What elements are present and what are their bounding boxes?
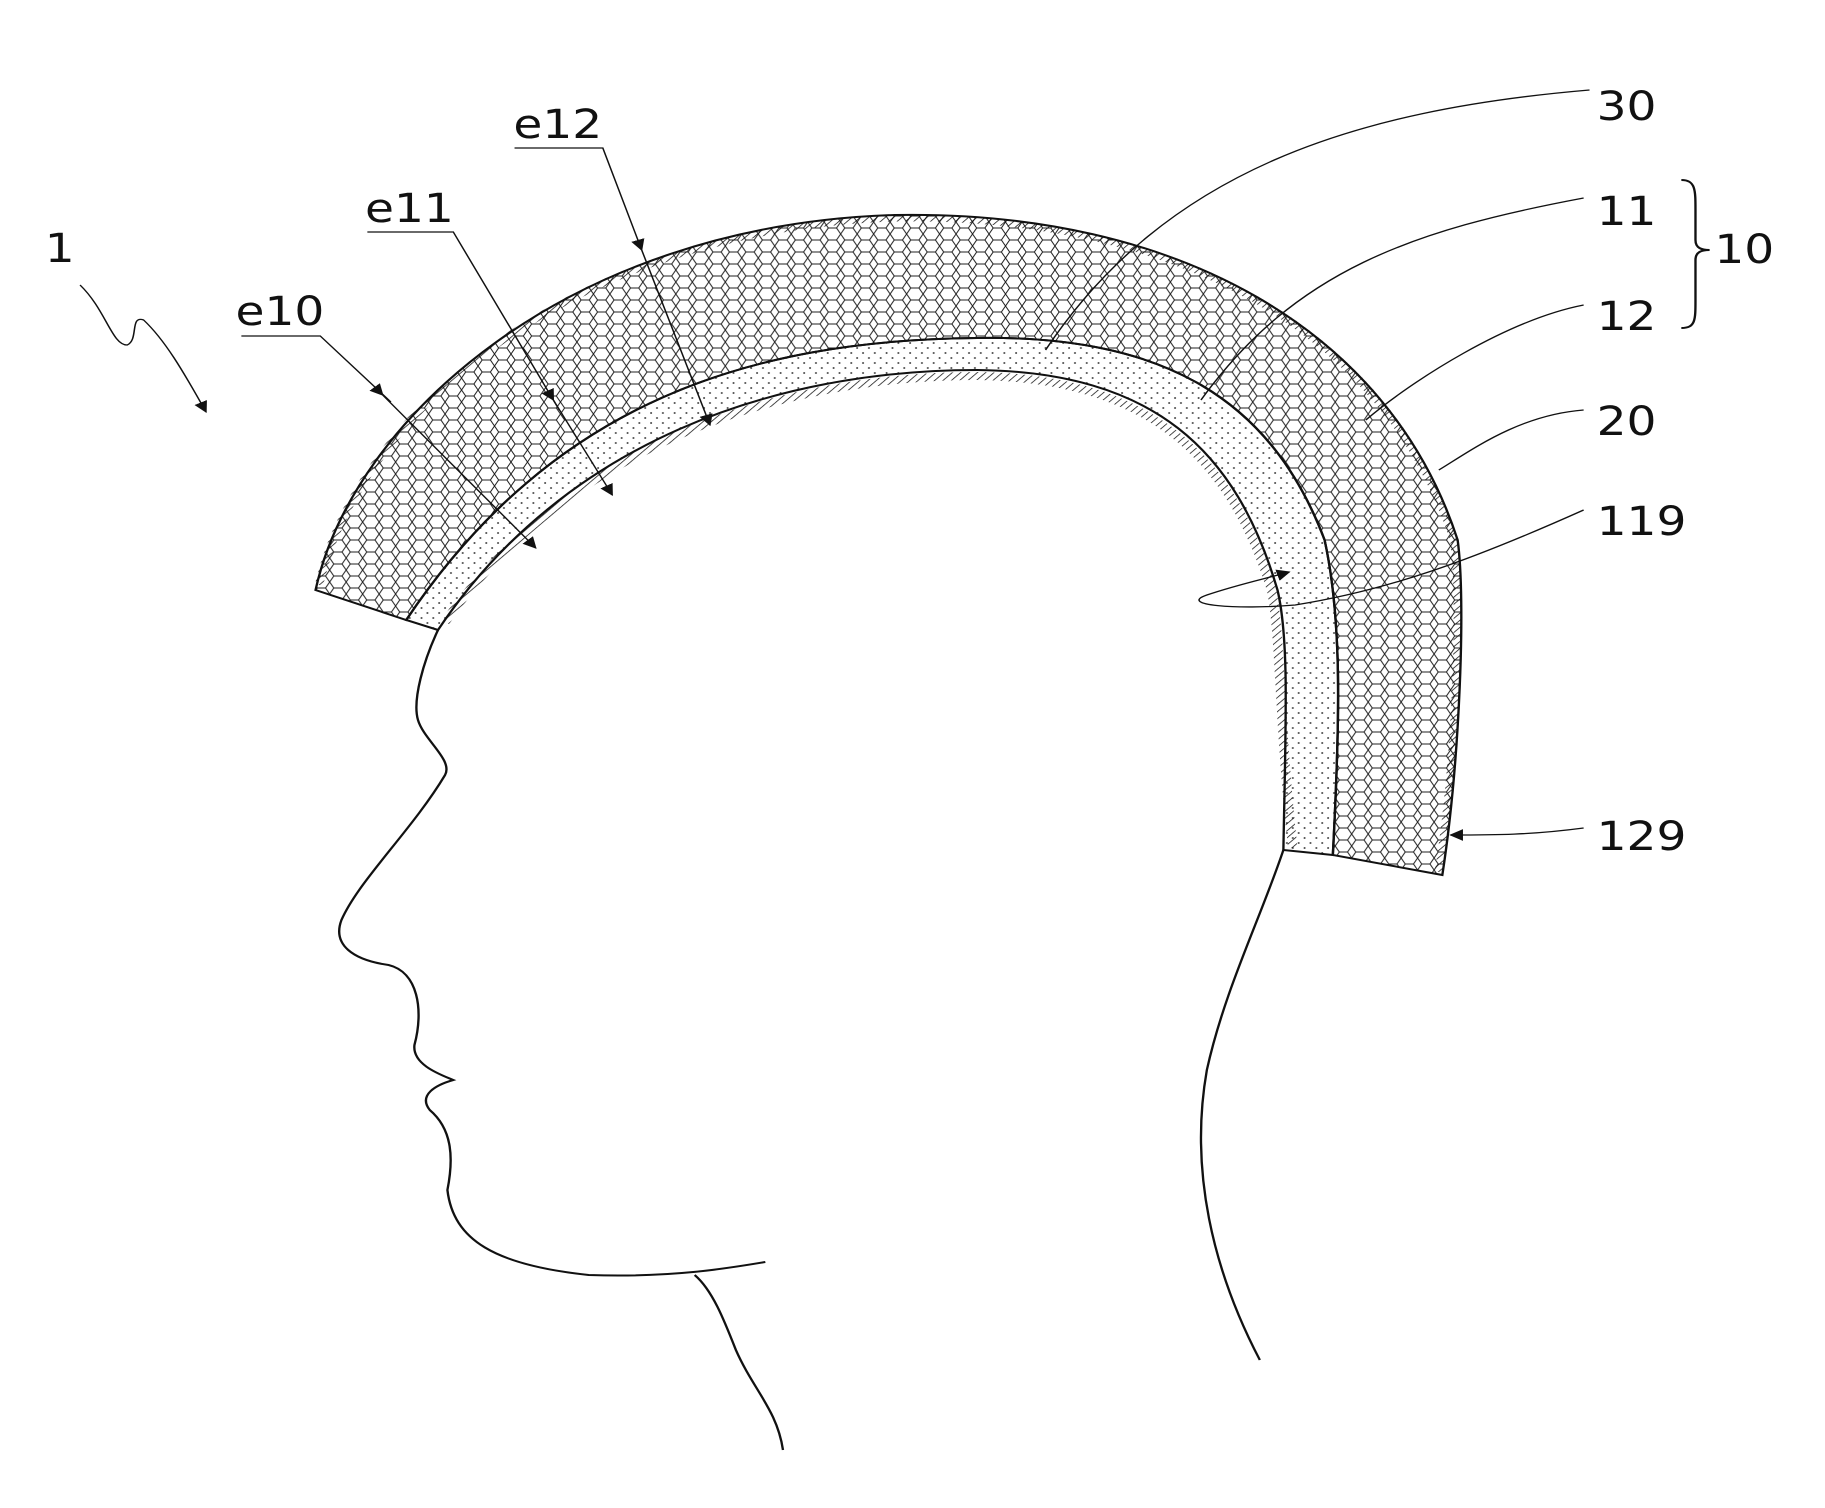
- neck-outline: [693, 1274, 785, 1451]
- label-e12: e12: [513, 101, 602, 148]
- leader-20: [1438, 409, 1584, 471]
- inner-liner-119: [441, 371, 1298, 849]
- device-1-arrow: [79, 284, 207, 414]
- leader-119: [1198, 509, 1584, 608]
- label-11: 11: [1597, 188, 1657, 235]
- label-e11: e11: [365, 185, 454, 232]
- e10-dimension-line: [369, 383, 537, 549]
- leader-12: [1365, 304, 1584, 421]
- inner-layer-12: [404, 336, 1340, 857]
- leader-11: [1200, 197, 1584, 401]
- label-129: 129: [1597, 813, 1687, 860]
- label-e10: e10: [235, 288, 324, 335]
- e12-dimension-line: [631, 238, 713, 427]
- label-119: 119: [1597, 498, 1687, 545]
- label-12: 12: [1597, 293, 1657, 340]
- label-10: 10: [1714, 226, 1774, 273]
- head-outline: [338, 629, 766, 1277]
- e12-leader: [514, 147, 643, 251]
- leader-129: [1449, 827, 1584, 841]
- back-of-head-outline: [1199, 849, 1285, 1361]
- brace-10: [1681, 179, 1710, 329]
- e11-dimension-line: [541, 387, 613, 497]
- label-20: 20: [1597, 398, 1657, 445]
- e11-leader: [367, 231, 560, 411]
- label-device-1: 1: [45, 225, 75, 272]
- leader-30: [1044, 89, 1590, 351]
- e10-leader: [241, 335, 392, 403]
- label-30: 30: [1597, 83, 1657, 130]
- outer-shell-20: [315, 214, 1462, 873]
